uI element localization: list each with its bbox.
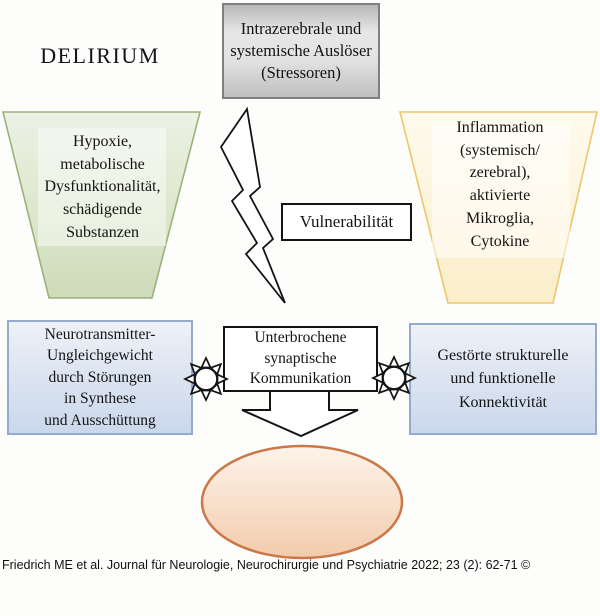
right-funnel-inner-highlight <box>432 124 570 258</box>
left-funnel-shape <box>1 111 202 299</box>
right-funnel-label: Inflammation (systemisch/ zerebral), akt… <box>456 119 544 250</box>
delirium-text: DELIRIUM <box>40 43 160 68</box>
stressor-box-label: Intrazerebrale und systemische Auslöser … <box>230 19 372 82</box>
vulnerability-label: Vulnerabilität <box>299 212 394 231</box>
left-funnel-inner-highlight <box>38 128 166 246</box>
starburst-icon-left <box>183 356 229 402</box>
down-arrow-icon <box>241 390 359 438</box>
lightning-bolt-icon <box>219 106 286 304</box>
stressor-box: Intrazerebrale und systemische Auslöser … <box>222 3 380 99</box>
delirium-label: DELIRIUM <box>0 0 200 112</box>
neurotransmitter-box: Neurotransmitter- Ungleichgewicht durch … <box>7 320 193 435</box>
left-funnel-label: Hypoxie, metabolische Dysfunktionalität,… <box>44 133 161 241</box>
starburst-icon-right <box>371 355 417 401</box>
connectivity-label: Gestörte strukturelle und funktionelle K… <box>437 347 569 411</box>
connectivity-box: Gestörte strukturelle und funktionelle K… <box>409 323 597 435</box>
delirium-ellipse-shape <box>200 444 404 560</box>
synaptic-communication-box: Unterbrochene synaptische Kommunikation <box>223 326 378 392</box>
vulnerability-box: Vulnerabilität <box>281 203 412 241</box>
neurotransmitter-label: Neurotransmitter- Ungleichgewicht durch … <box>44 326 156 429</box>
citation-text: Friedrich ME et al. Journal für Neurolog… <box>2 558 531 572</box>
synaptic-communication-label: Unterbrochene synaptische Kommunikation <box>249 329 352 388</box>
